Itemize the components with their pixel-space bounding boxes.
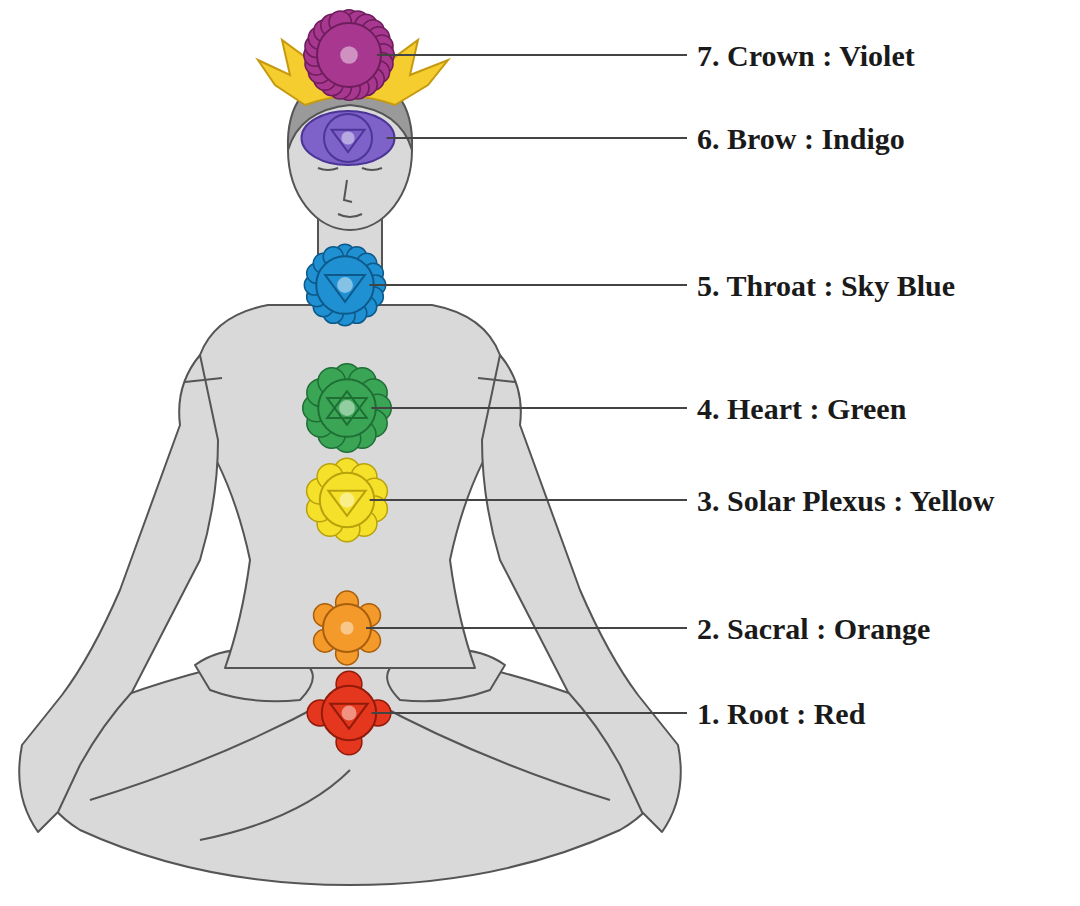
leader-line [369, 284, 687, 286]
leader-line [371, 407, 687, 409]
chakra-label: 5. Throat : Sky Blue [697, 269, 955, 302]
chakra-label: 4. Heart : Green [697, 392, 906, 425]
torso [192, 305, 508, 668]
leader-line [372, 712, 687, 714]
chakra-label: 6. Brow : Indigo [697, 122, 905, 155]
chakra-label: 1. Root : Red [697, 697, 865, 730]
right-arm [482, 355, 681, 832]
chakra-symbol [302, 111, 395, 165]
chakra-label: 3. Solar Plexus : Yellow [697, 484, 995, 517]
chakra-label: 7. Crown : Violet [697, 39, 915, 72]
leader-line [377, 54, 687, 56]
crossed-legs [42, 668, 661, 885]
left-arm [19, 355, 218, 832]
leader-line [387, 137, 688, 139]
leader-line [366, 627, 687, 629]
leader-line [370, 499, 687, 501]
chakra-label: 2. Sacral : Orange [697, 612, 930, 645]
face [318, 168, 382, 217]
crown-ornament [258, 22, 448, 105]
